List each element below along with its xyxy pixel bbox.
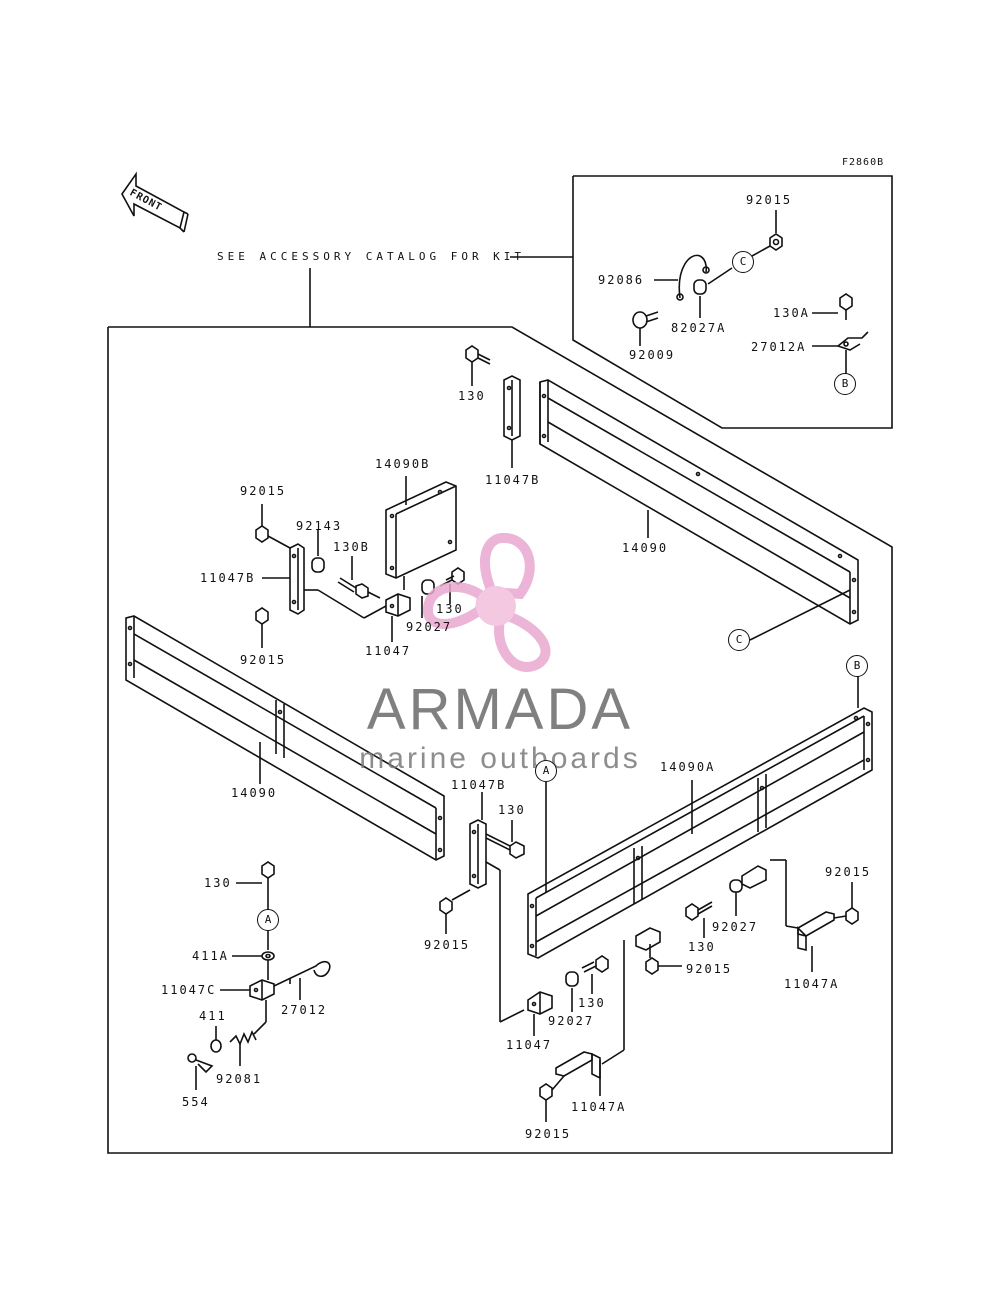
pin-554-icon	[187, 1053, 214, 1090]
frame-14090-right-icon	[539, 379, 859, 641]
part-label: 130B	[333, 540, 370, 554]
bracket-11047B-left-icon	[262, 543, 387, 619]
part-label: 92081	[216, 1072, 263, 1086]
nut-92015-d-icon	[845, 907, 859, 925]
part-label: 92015	[424, 938, 471, 952]
callout-b-main: B	[846, 655, 868, 677]
part-label: 14090	[622, 541, 669, 555]
bracket-11047A-bot-icon	[555, 1051, 601, 1096]
part-label: 27012	[281, 1003, 328, 1017]
frame-14090-left-icon	[125, 615, 445, 861]
kit-note: SEE ACCESSORY CATALOG FOR KIT	[217, 250, 526, 263]
bracket-11047B-lower-icon	[469, 792, 525, 1023]
part-label: 130A	[773, 306, 810, 320]
bolt-130-top-icon	[465, 345, 491, 386]
collar-92027-right-icon	[729, 879, 743, 916]
part-label: 92009	[629, 348, 676, 362]
part-label: 27012A	[751, 340, 807, 354]
bolt-130A-icon	[812, 293, 853, 320]
part-label: 92143	[296, 519, 343, 533]
part-label: 11047	[506, 1038, 553, 1052]
part-label: 11047B	[200, 571, 256, 585]
bolt-130-a-icon	[236, 861, 275, 910]
part-label: 411	[199, 1009, 227, 1023]
part-label: 130	[498, 803, 526, 817]
part-label: 92015	[240, 653, 287, 667]
clip-27012-icon	[273, 960, 331, 1000]
callout-b-inset: B	[834, 373, 856, 395]
part-label: 130	[578, 996, 606, 1010]
nut-92015-f-icon	[539, 1083, 553, 1101]
watermark-title: ARMADA	[366, 677, 634, 742]
bracket-11047-bot-icon	[527, 991, 553, 1036]
bracket-center-small-icon	[601, 927, 661, 1065]
nut-92015-e-icon	[645, 957, 682, 975]
part-label: 92027	[548, 1014, 595, 1028]
part-label: 92015	[525, 1127, 572, 1141]
collar-92027-mid-icon	[421, 579, 435, 595]
bracket-11047A-right-icon	[797, 911, 847, 972]
bracket-11047-mid-icon	[385, 593, 411, 642]
part-label: 130	[204, 876, 232, 890]
nut-92015-c-icon	[439, 897, 453, 915]
nut-92015-b-icon	[255, 607, 269, 625]
washer-411-icon	[210, 1026, 222, 1053]
bolt-130-lower-icon	[485, 820, 525, 859]
part-label: 82027A	[671, 321, 727, 335]
spring-92081-icon	[229, 1030, 257, 1066]
nut-92015-inset-icon	[769, 233, 783, 251]
part-label: 14090	[231, 786, 278, 800]
part-label: 11047A	[571, 1100, 627, 1114]
plate-14090B-icon	[385, 476, 457, 590]
part-label: 11047B	[485, 473, 541, 487]
armada-logo-icon	[423, 532, 551, 672]
wire-92086-icon	[678, 254, 708, 299]
part-label: 411A	[192, 949, 229, 963]
part-label: 11047B	[451, 778, 507, 792]
part-label: 92027	[712, 920, 759, 934]
part-label: 92015	[686, 962, 733, 976]
collar-82027A-icon	[693, 279, 707, 295]
bracket-11047C-icon	[220, 979, 275, 1035]
part-label: 130	[458, 389, 486, 403]
front-arrow-icon	[121, 171, 189, 233]
callout-a-main: A	[535, 760, 557, 782]
washer-411A-icon	[232, 930, 275, 980]
part-label: 11047C	[161, 983, 217, 997]
screw-92009-icon	[632, 311, 659, 346]
part-label: 92015	[240, 484, 287, 498]
bracket-right-small-icon	[741, 859, 799, 929]
collar-92027-bot-icon	[565, 971, 579, 987]
bolt-130-right-icon	[685, 901, 713, 938]
bolt-130-bot-icon	[581, 955, 609, 994]
nut-92015-a-icon	[255, 525, 269, 543]
watermark-subtitle: marine outboards	[359, 742, 641, 775]
bracket-11047B-top-icon	[503, 375, 521, 468]
frame-14090A-icon	[527, 676, 873, 959]
part-label: 11047A	[784, 977, 840, 991]
part-label: 92027	[406, 620, 453, 634]
part-label: 130	[436, 602, 464, 616]
spacer-92143-icon	[311, 557, 325, 573]
part-label: 92015	[825, 865, 872, 879]
inset-frame-outline	[572, 175, 893, 429]
part-label: 92086	[598, 273, 645, 287]
part-label: 14090A	[660, 760, 716, 774]
part-label: 130	[688, 940, 716, 954]
callout-c-inset: C	[732, 251, 754, 273]
part-label: 11047	[365, 644, 412, 658]
part-label: 92015	[746, 193, 793, 207]
figure-code: F2860B	[842, 157, 885, 168]
clip-27012A-icon	[812, 331, 869, 374]
main-frame-outline	[107, 326, 893, 1154]
callout-c-main: C	[728, 629, 750, 651]
part-label: 554	[182, 1095, 210, 1109]
bolt-130B-icon	[337, 556, 381, 599]
part-label: 14090B	[375, 457, 431, 471]
callout-a-lower: A	[257, 909, 279, 931]
